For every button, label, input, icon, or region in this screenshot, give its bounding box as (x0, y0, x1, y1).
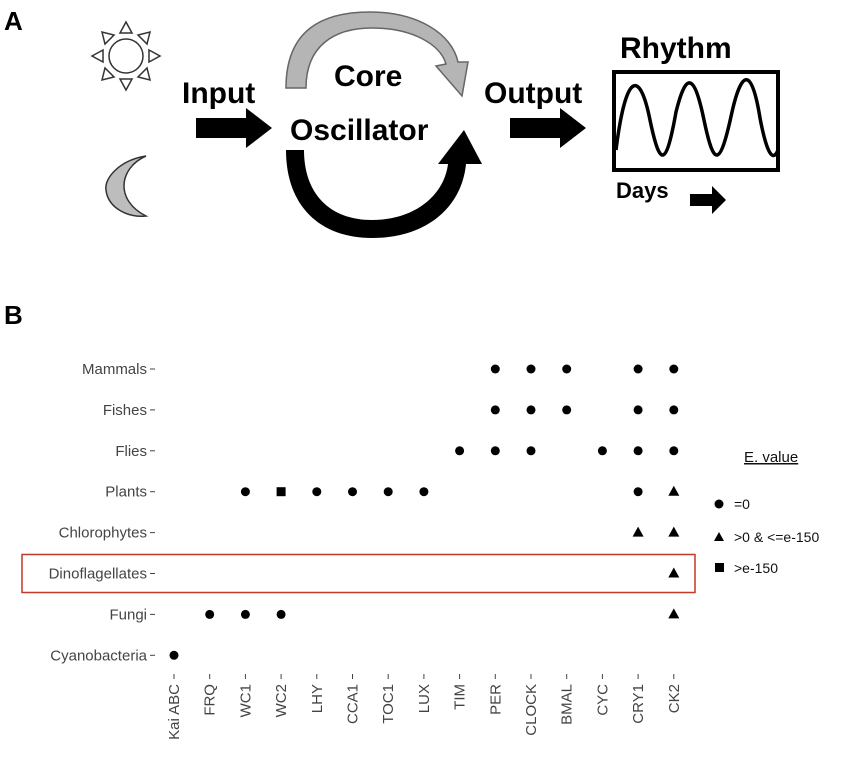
legend-label-circle: =0 (734, 496, 750, 512)
point-plants-lux (419, 487, 429, 497)
x-label-bmal: BMAL (559, 684, 576, 725)
plot-background (155, 348, 695, 674)
point-mammals-clock (526, 364, 536, 374)
days-arrow (690, 186, 726, 214)
x-label-toc1: TOC1 (380, 684, 397, 724)
point-flies-cry1 (633, 446, 643, 456)
y-label-mammals: Mammals (82, 361, 147, 378)
legend: E. value =0 >0 & <=e-150 >e-150 (714, 449, 819, 576)
legend-square-marker (715, 563, 724, 572)
rhythm-label: Rhythm (620, 32, 732, 65)
point-chlorophytes-ck2 (668, 526, 680, 537)
point-cyanobacteria-kai-abc (169, 650, 179, 660)
x-label-wc2: WC2 (273, 684, 290, 717)
point-chlorophytes-cry1 (632, 526, 644, 537)
x-label-tim: TIM (452, 684, 469, 710)
y-axis-labels: MammalsFishesFliesPlantsChlorophytesDino… (49, 361, 148, 664)
x-axis-labels: Kai ABC FRQ WC1 WC2 LHY CCA1 TOC1 LUX TIM PER CLOC… (166, 684, 683, 740)
highlight-row-box (21, 553, 696, 594)
panel-b: B MammalsFishesFliesPlantsChlorophytesDi… (4, 300, 819, 740)
point-flies-clock (526, 446, 536, 456)
point-fishes-per (490, 405, 500, 415)
core-label: Core (334, 60, 402, 93)
oscillator-label: Oscillator (290, 114, 429, 147)
point-mammals-bmal (562, 364, 572, 374)
x-label-per: PER (487, 684, 504, 715)
point-mammals-cry1 (633, 364, 643, 374)
point-fishes-bmal (562, 405, 572, 415)
point-plants-cry1 (633, 487, 643, 497)
x-label-frq: FRQ (202, 684, 219, 716)
x-label-lhy: LHY (309, 684, 326, 713)
tick-marks (150, 368, 675, 679)
point-dinoflagellates-ck2 (668, 567, 680, 578)
legend-title: E. value (744, 449, 798, 466)
y-label-dinoflagellates: Dinoflagellates (49, 566, 147, 583)
point-fungi-wc1 (240, 609, 250, 619)
x-label-lux: LUX (416, 684, 433, 713)
x-label-ck2: CK2 (666, 684, 683, 713)
y-label-fishes: Fishes (103, 402, 147, 419)
output-arrow (510, 108, 586, 148)
legend-triangle-marker (714, 532, 724, 541)
y-label-cyanobacteria: Cyanobacteria (50, 647, 147, 664)
output-label: Output (484, 77, 582, 110)
point-fishes-ck2 (669, 405, 679, 415)
cycle-arrow-bottom-black (286, 130, 482, 238)
x-label-cry1: CRY1 (630, 684, 647, 724)
panel-a: A Input Core Oscillator Output Rhythm (4, 6, 780, 238)
point-flies-per (490, 446, 500, 456)
point-plants-wc2 (276, 487, 286, 497)
data-points (169, 364, 680, 660)
legend-label-square: >e-150 (734, 560, 778, 576)
point-fungi-frq (205, 609, 215, 619)
point-mammals-ck2 (669, 364, 679, 374)
input-arrow (196, 108, 272, 148)
x-label-cca1: CCA1 (345, 684, 362, 724)
x-label-kai-abc: Kai ABC (166, 684, 183, 740)
point-plants-ck2 (668, 485, 680, 496)
sun-icon (90, 20, 162, 92)
x-label-clock: CLOCK (523, 684, 540, 736)
point-fungi-wc2 (276, 609, 286, 619)
point-plants-wc1 (240, 487, 250, 497)
point-flies-cyc (597, 446, 607, 456)
point-plants-toc1 (383, 487, 393, 497)
point-mammals-per (490, 364, 500, 374)
point-plants-cca1 (348, 487, 357, 497)
y-label-plants: Plants (105, 484, 147, 501)
point-plants-lhy (312, 487, 322, 497)
panel-b-letter: B (4, 300, 23, 330)
point-fungi-ck2 (668, 608, 680, 619)
x-label-cyc: CYC (594, 684, 611, 716)
rhythm-wave (614, 78, 780, 158)
days-label: Days (616, 178, 669, 203)
point-flies-ck2 (669, 446, 679, 456)
panel-a-letter: A (4, 6, 23, 36)
y-label-chlorophytes: Chlorophytes (59, 525, 147, 542)
legend-label-triangle: >0 & <=e-150 (734, 529, 819, 545)
y-label-fungi: Fungi (109, 606, 147, 623)
y-label-flies: Flies (115, 443, 147, 460)
point-fishes-cry1 (633, 405, 643, 415)
point-fishes-clock (526, 405, 536, 415)
moon-icon (105, 155, 149, 217)
x-label-wc1: WC1 (237, 684, 254, 717)
point-flies-tim (455, 446, 465, 456)
input-label: Input (182, 77, 255, 110)
cycle-arrow-top-grey (285, 11, 469, 98)
legend-circle-marker (714, 499, 724, 509)
